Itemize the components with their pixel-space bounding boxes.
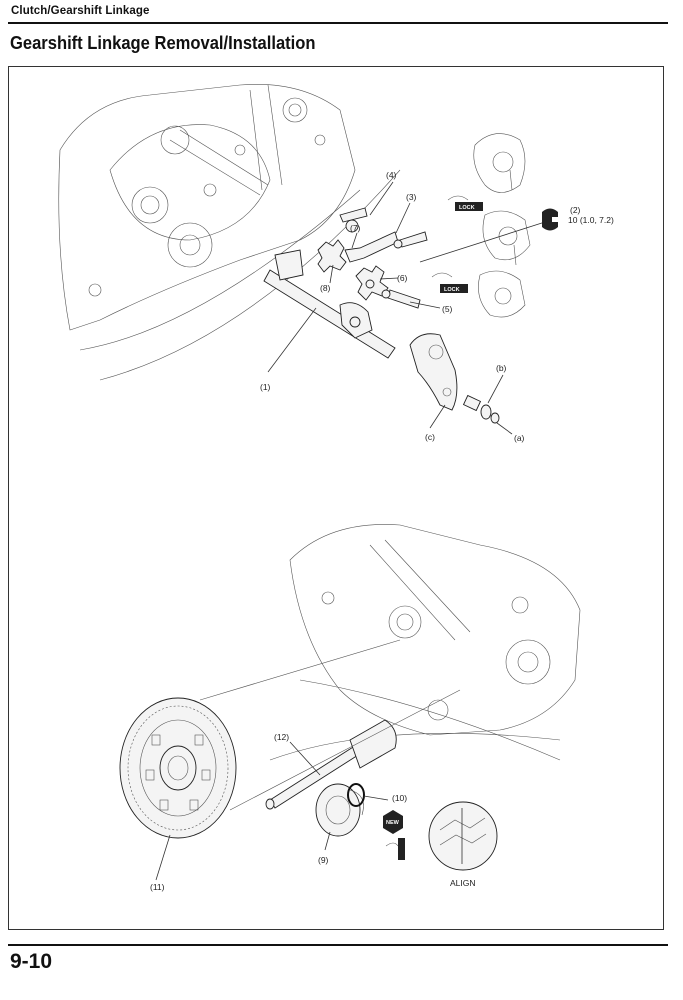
shift-drum <box>315 783 364 837</box>
new-badge <box>383 810 403 834</box>
detail-insets-right <box>473 133 531 318</box>
gearshift-spindle <box>263 249 396 359</box>
leader-lines-lower <box>155 639 461 881</box>
label-9: (9) <box>318 855 329 865</box>
footer-rule <box>8 944 668 946</box>
shift-drum-center <box>317 239 389 301</box>
align-inset <box>428 801 498 871</box>
label-12: (12) <box>274 732 289 742</box>
torque-value: 10 (1.0, 7.2) <box>568 215 614 225</box>
label-2: (2) <box>570 205 581 215</box>
header-rule <box>8 22 668 24</box>
leader-lines-upper <box>267 181 546 435</box>
torque-wrench-icon <box>542 208 558 231</box>
spring-and-collar <box>462 394 500 424</box>
engine-case-upper <box>58 84 401 381</box>
shift-fork-shaft <box>265 719 397 810</box>
lock-badge-text-2: LOCK <box>444 287 460 293</box>
o-ring <box>347 783 365 807</box>
label-c: (c) <box>425 432 435 442</box>
grease-icon <box>385 838 405 860</box>
label-1: (1) <box>260 382 271 392</box>
label-11: (11) <box>150 882 165 892</box>
figure-frame <box>8 66 664 930</box>
label-b: (b) <box>496 363 507 373</box>
label-5: (5) <box>442 304 453 314</box>
label-6: (6) <box>397 273 408 283</box>
lock-badge-text-1: LOCK <box>459 205 475 211</box>
stopper-arm <box>339 207 399 263</box>
bolts <box>381 231 428 309</box>
driven-gear <box>119 697 237 839</box>
lock-badge-lower <box>431 272 468 293</box>
label-10: (10) <box>392 793 407 803</box>
section-heading: Clutch/Gearshift Linkage <box>11 5 150 17</box>
align-label: ALIGN <box>450 878 476 888</box>
label-8: (8) <box>320 283 331 293</box>
label-4: (4) <box>386 170 397 180</box>
label-7: (7) <box>350 223 361 233</box>
label-a: (a) <box>514 433 525 443</box>
label-3: (3) <box>406 192 417 202</box>
lock-badge-upper <box>447 195 483 211</box>
new-badge-text: NEW <box>386 820 400 826</box>
page-title: Gearshift Linkage Removal/Installation <box>10 33 316 53</box>
page-number: 9-10 <box>10 950 53 973</box>
engine-case-lower <box>269 524 581 761</box>
shift-plate <box>409 333 458 411</box>
